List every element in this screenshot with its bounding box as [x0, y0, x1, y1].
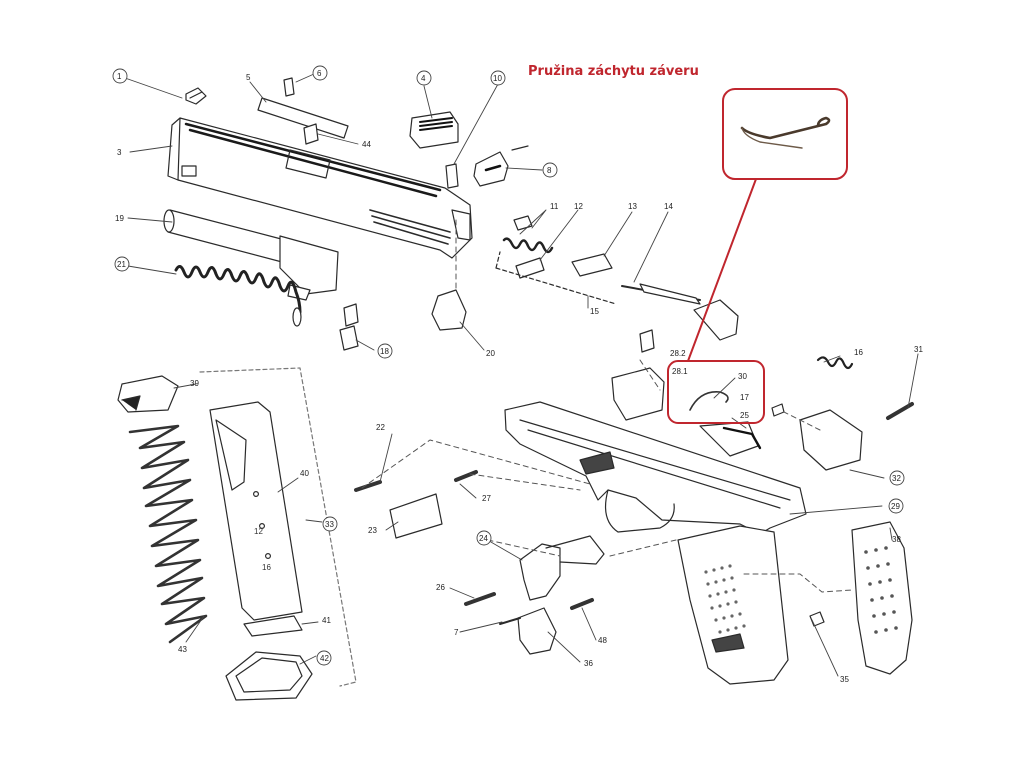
- label-4: 4: [421, 74, 426, 83]
- rear-pins: [771, 402, 914, 420]
- grip-texture: [704, 564, 746, 634]
- extractor-assembly: [257, 77, 349, 145]
- locking-block: [799, 356, 863, 471]
- label-18: 18: [380, 347, 389, 356]
- label-41: 41: [322, 616, 331, 625]
- rear-sight: [185, 87, 207, 105]
- label-20: 20: [486, 349, 495, 358]
- backstrap: [809, 521, 913, 675]
- label-7: 7: [454, 628, 459, 637]
- leader-lines: [124, 73, 919, 677]
- label-44: 44: [362, 140, 371, 149]
- label-circles: [112, 65, 905, 666]
- label-42: 42: [320, 654, 329, 663]
- slide-stop-parts: [611, 329, 762, 457]
- label-36: 36: [584, 659, 593, 668]
- label-17: 17: [740, 393, 749, 402]
- label-16: 16: [854, 348, 863, 357]
- svg-text:12: 12: [254, 527, 263, 536]
- label-38: 38: [892, 535, 901, 544]
- label-14: 14: [664, 202, 673, 211]
- label-11: 11: [550, 202, 559, 211]
- label-5: 5: [246, 73, 251, 82]
- label-33: 33: [325, 520, 334, 529]
- label-22: 22: [376, 423, 385, 432]
- label-28-2: 28.2: [670, 349, 686, 358]
- label-6: 6: [317, 69, 322, 78]
- label-40: 40: [300, 469, 309, 478]
- connector-line: [687, 178, 757, 362]
- label-35: 35: [840, 675, 849, 684]
- rear-sight-block: [409, 111, 459, 149]
- label-30: 30: [738, 372, 747, 381]
- striker-assembly: [495, 215, 739, 341]
- label-1: 1: [117, 72, 122, 81]
- slide-stop-spring: [689, 391, 729, 411]
- label-25: 25: [740, 411, 749, 420]
- magazine-spring: [128, 424, 208, 644]
- label-3: 3: [117, 148, 122, 157]
- firing-pin-parts: [445, 145, 529, 189]
- spring-image: [740, 116, 831, 149]
- label-8: 8: [547, 166, 552, 175]
- assembly-guides: [361, 219, 853, 593]
- label-28-1: 28.1: [672, 367, 688, 376]
- label-19: 19: [115, 214, 124, 223]
- label-31: 31: [914, 345, 923, 354]
- zoom-box: [722, 88, 848, 180]
- label-24: 24: [479, 534, 488, 543]
- label-26: 26: [436, 583, 445, 592]
- label-29: 29: [891, 502, 900, 511]
- label-10: 10: [493, 74, 502, 83]
- firing-pin-block: [431, 289, 467, 331]
- label-21: 21: [117, 260, 126, 269]
- label-48: 48: [598, 636, 607, 645]
- frame: [504, 401, 807, 685]
- label-12: 12: [574, 202, 583, 211]
- label-27: 27: [482, 494, 491, 503]
- magazine-body: 12 16: [209, 401, 303, 621]
- label-43: 43: [178, 645, 187, 654]
- trigger-group: [354, 470, 605, 655]
- label-32: 32: [892, 474, 901, 483]
- label-15: 15: [590, 307, 599, 316]
- magazine-follower: [117, 375, 179, 413]
- recoil-spring: [174, 265, 302, 327]
- svg-text:16: 16: [262, 563, 271, 572]
- label-39: 39: [190, 379, 199, 388]
- part-numbers: 1 5 6 4 10 3 44 8 19 11 12 13 14 21 15 1…: [115, 69, 923, 684]
- buffer-parts: [339, 303, 359, 351]
- label-23: 23: [368, 526, 377, 535]
- barrel-and-link: [163, 209, 339, 301]
- part-caption: Pružina záchytu záveru: [528, 64, 699, 79]
- highlight-callout: [667, 88, 848, 424]
- magazine-base-plate: [225, 615, 313, 701]
- label-13: 13: [628, 202, 637, 211]
- highlight-box: [667, 360, 765, 424]
